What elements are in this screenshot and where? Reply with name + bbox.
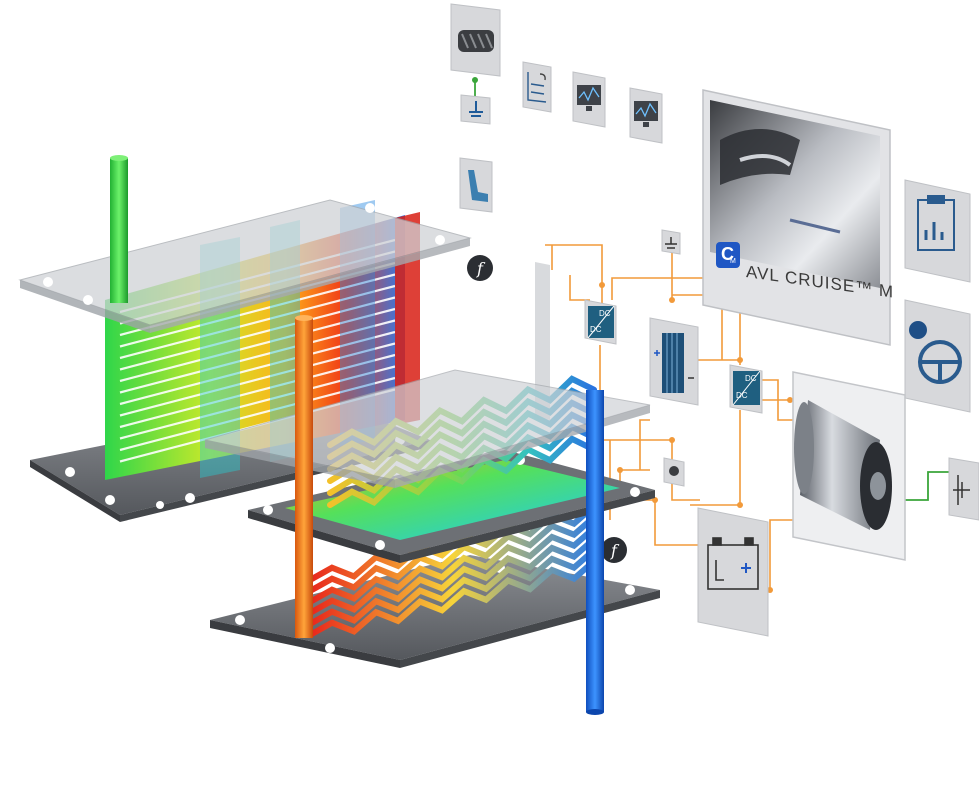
solar-cell-icon <box>654 333 694 393</box>
battery-pack-icon <box>707 537 759 590</box>
dcdc-panel-2[interactable] <box>729 364 763 414</box>
gearbox-panel[interactable] <box>948 457 979 521</box>
electric-motor-icon <box>794 400 892 530</box>
fin-line <box>119 284 396 360</box>
clipboard-panel[interactable] <box>904 179 971 283</box>
monitor-scope-icon <box>577 85 601 111</box>
gearbox-icon <box>953 475 970 505</box>
steering-panel[interactable] <box>904 299 971 413</box>
cruise-panel[interactable] <box>702 89 891 346</box>
coil-line <box>327 435 597 508</box>
right-heat-exchanger <box>204 315 660 715</box>
fin-line <box>119 330 396 406</box>
ground-panel[interactable] <box>661 229 681 255</box>
ground-icon <box>665 237 677 249</box>
fin-line <box>119 307 396 383</box>
junction-panel[interactable] <box>663 457 685 487</box>
fin-line <box>119 342 396 417</box>
cruise-logo-sub: M <box>730 258 736 265</box>
fin-line <box>119 273 396 348</box>
sensor-icon <box>469 101 483 117</box>
coil-line <box>307 556 599 638</box>
function-badge-2[interactable]: f <box>601 537 627 563</box>
function-icon: f <box>610 541 620 560</box>
plot-panel[interactable] <box>522 61 552 113</box>
fin-line <box>119 376 396 452</box>
fin-line <box>119 365 396 440</box>
function-icon: f <box>476 259 486 278</box>
dcdc-label-1-top: DC <box>599 309 611 318</box>
battery-panel[interactable] <box>697 507 769 637</box>
monitor-scope-icon <box>634 101 658 127</box>
cruise-logo-letter: C <box>721 244 734 264</box>
coil-line <box>307 534 599 616</box>
tire-icon <box>458 30 494 52</box>
fin-line <box>119 319 396 394</box>
plot-icon <box>527 72 547 103</box>
coil-line <box>307 545 599 627</box>
coil-line <box>307 523 599 605</box>
scope-panel-2[interactable] <box>629 87 663 144</box>
sensor-panel[interactable] <box>460 94 491 125</box>
fin-line <box>119 353 396 429</box>
dcdc-label-2-bottom: DC <box>736 391 748 400</box>
coil-line <box>307 512 599 594</box>
seat-icon <box>468 170 488 202</box>
solar-panel[interactable] <box>649 317 699 406</box>
fin-line <box>119 296 396 371</box>
steering-wheel-icon <box>909 321 962 384</box>
tire-panel[interactable] <box>450 3 501 77</box>
function-badge-1[interactable]: f <box>467 255 493 281</box>
dcdc-panel-1[interactable] <box>584 299 617 345</box>
scope-panel-1[interactable] <box>572 71 606 128</box>
motor-panel[interactable] <box>792 371 906 561</box>
seat-panel[interactable] <box>459 157 493 213</box>
cruise-logo <box>716 242 740 268</box>
dcdc-label-2-top: DC <box>745 374 757 383</box>
coil-line <box>327 423 597 496</box>
connector-strip <box>535 262 550 420</box>
clipboard-chart-icon <box>917 195 955 251</box>
dcdc-label-1-bottom: DC <box>590 325 602 334</box>
